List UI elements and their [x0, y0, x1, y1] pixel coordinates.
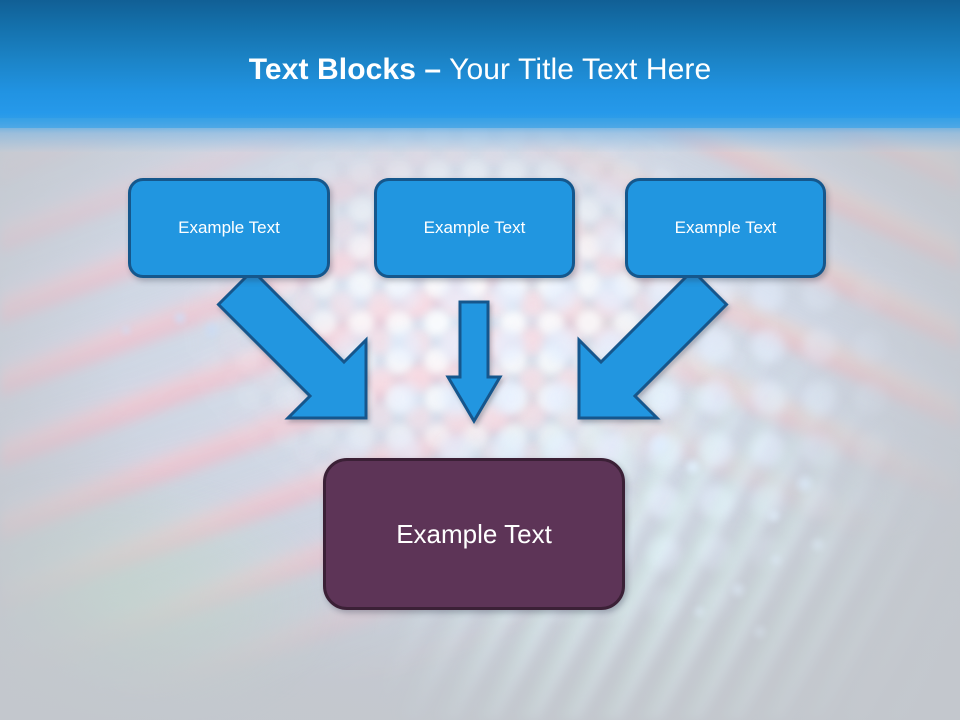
text-block-result[interactable]: Example Text [323, 458, 625, 610]
arrow-middle-down [445, 300, 503, 424]
text-block-1[interactable]: Example Text [128, 178, 330, 278]
text-block-3-label: Example Text [674, 218, 777, 237]
header-fade [0, 118, 960, 152]
text-block-3[interactable]: Example Text [625, 178, 826, 278]
text-block-result-label: Example Text [396, 518, 552, 549]
page-title-rest: Your Title Text Here [441, 53, 712, 86]
header-band [0, 0, 960, 128]
text-block-2-label: Example Text [423, 218, 526, 237]
text-block-2[interactable]: Example Text [374, 178, 575, 278]
arrow-left-diagonal [216, 268, 368, 420]
page-title-emphasis: Text Blocks – [248, 53, 442, 86]
page-title: Text Blocks – Your Title Text Here [0, 52, 960, 88]
text-block-1-label: Example Text [178, 218, 280, 237]
arrow-right-diagonal [577, 268, 729, 420]
